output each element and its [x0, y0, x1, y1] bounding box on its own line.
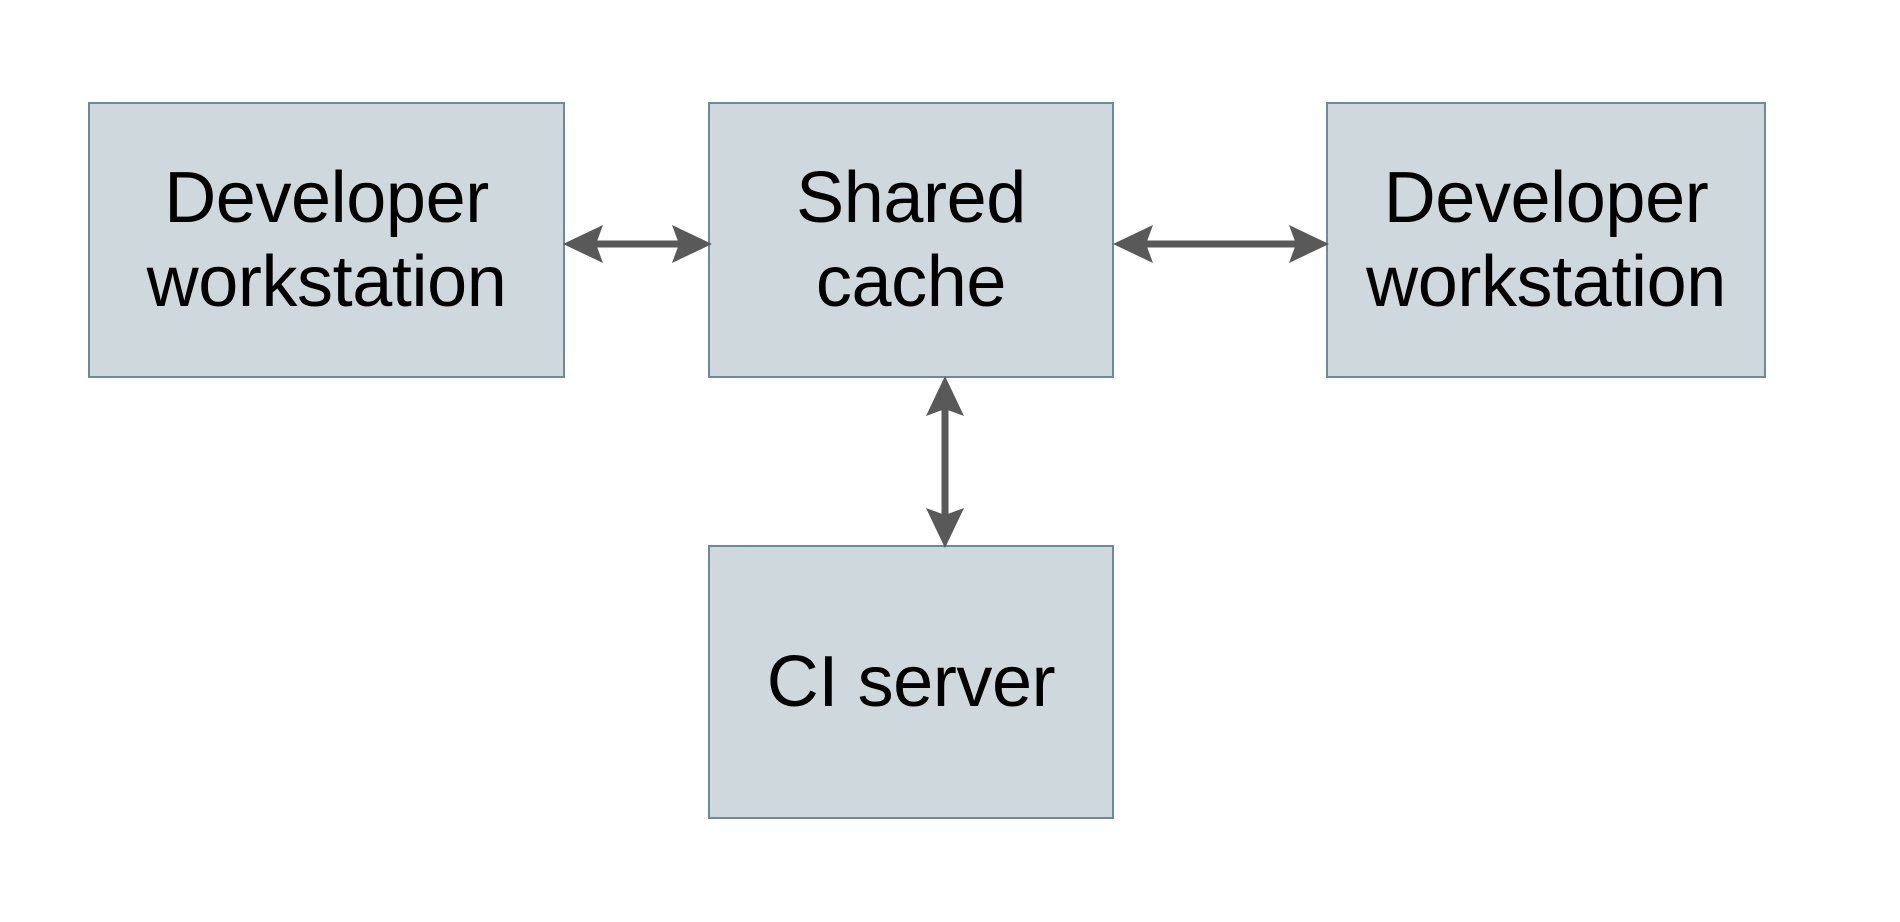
- node-label: Developer workstation: [1366, 158, 1726, 322]
- node-ci-server[interactable]: CI server: [708, 545, 1114, 819]
- node-developer-workstation-right[interactable]: Developer workstation: [1326, 102, 1766, 378]
- node-label: CI server: [766, 642, 1056, 722]
- node-label: Shared cache: [796, 158, 1026, 322]
- double-arrow-icon-left-to-shared-cache: [563, 225, 712, 263]
- double-arrow-icon-shared-cache-to-right: [1113, 225, 1329, 263]
- node-shared-cache[interactable]: Shared cache: [708, 102, 1114, 378]
- node-label: Developer workstation: [146, 158, 507, 322]
- node-developer-workstation-left[interactable]: Developer workstation: [88, 102, 565, 378]
- double-arrow-icon-shared-cache-to-ci-server: [926, 376, 964, 548]
